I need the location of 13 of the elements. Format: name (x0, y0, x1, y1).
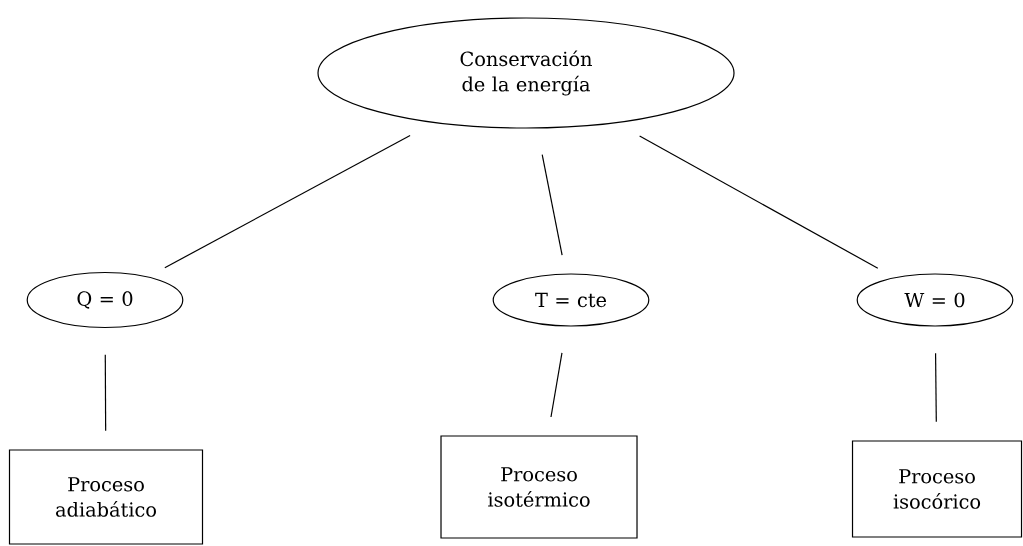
process-box: Proceso adiabático (8, 449, 204, 545)
process-box: Proceso isotérmico (440, 435, 638, 539)
connector-line (164, 134, 411, 269)
ellipse-node: T = cte (492, 273, 650, 327)
connector-line (639, 135, 879, 269)
ellipse-node: Q = 0 (26, 271, 184, 329)
ellipse-node: Conservación de la energía (317, 17, 735, 129)
connector-line (104, 354, 107, 432)
process-box: Proceso isocórico (851, 440, 1023, 538)
ellipse-node: W = 0 (856, 273, 1014, 327)
connector-line (550, 352, 563, 418)
connector-line (935, 352, 937, 423)
connector-line (541, 154, 563, 256)
